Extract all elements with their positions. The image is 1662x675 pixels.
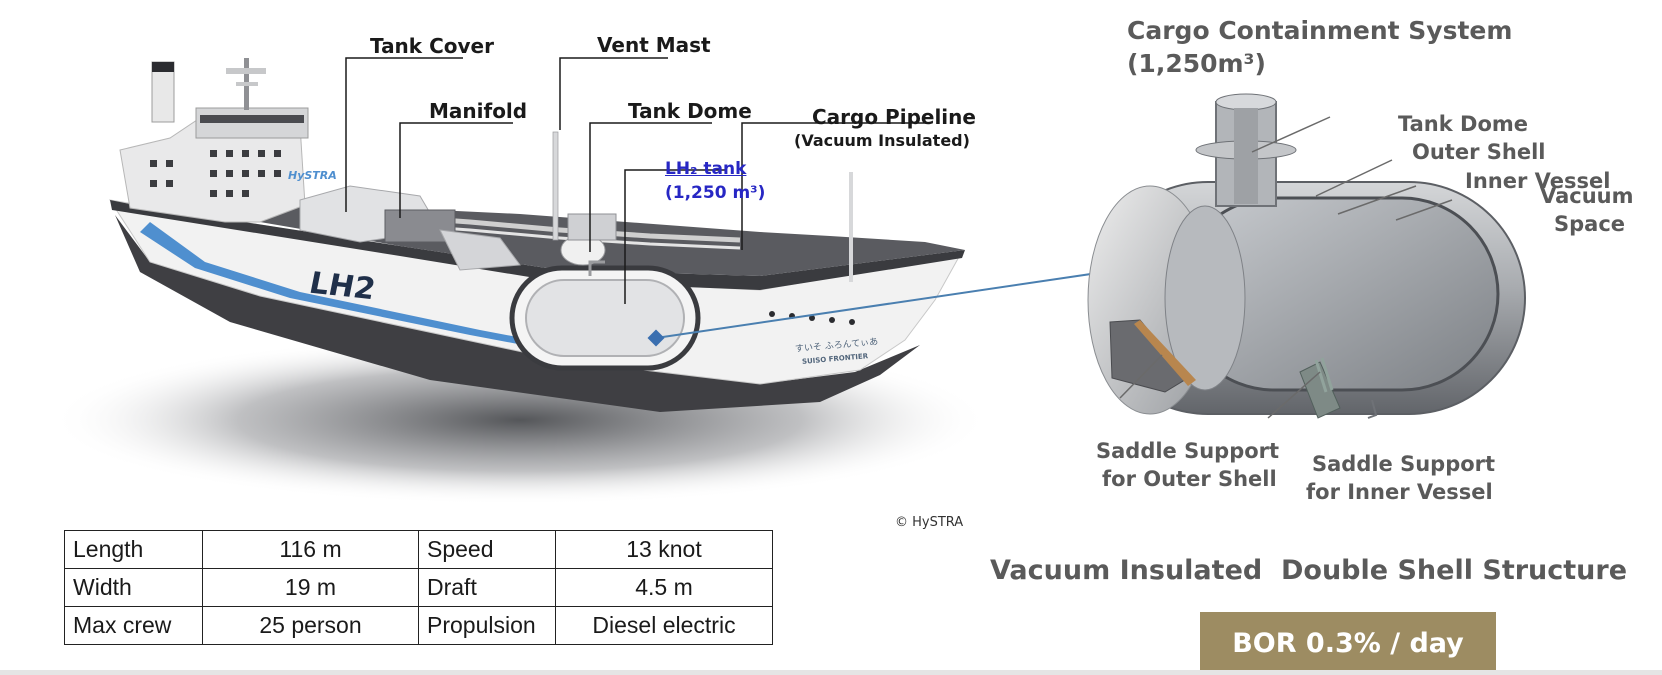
credit: © HySTRA xyxy=(895,515,964,530)
label-saddle-inner-1: Saddle Support xyxy=(1312,452,1496,476)
label-cargo-pipeline: Cargo Pipeline xyxy=(812,105,976,129)
spec-label: Width xyxy=(64,568,203,607)
spec-label: Length xyxy=(64,530,203,569)
forward-mast xyxy=(849,172,853,282)
table-row: Width 19 m Draft 4.5 m xyxy=(64,568,773,607)
spec-value: 4.5 m xyxy=(555,568,773,607)
superstructure xyxy=(119,111,306,223)
structure-caption: Vacuum Insulated Double Shell Structure xyxy=(990,555,1628,586)
label-cs-vacuum: Vacuum xyxy=(1540,184,1634,208)
label-tank-dome: Tank Dome xyxy=(628,99,752,123)
label-tank-cover: Tank Cover xyxy=(370,34,494,58)
spec-value: 25 person xyxy=(202,606,419,645)
spec-label: Draft xyxy=(418,568,556,607)
hull-hystra-marking: HySTRA xyxy=(288,169,337,182)
spec-value: 19 m xyxy=(202,568,419,607)
spec-value: 13 knot xyxy=(555,530,773,569)
spec-table: Length 116 m Speed 13 knot Width 19 m Dr… xyxy=(64,530,773,645)
spec-value: 116 m xyxy=(202,530,419,569)
label-manifold: Manifold xyxy=(429,99,528,123)
spec-label: Max crew xyxy=(64,606,203,645)
spec-value: Diesel electric xyxy=(555,606,773,645)
table-row: Max crew 25 person Propulsion Diesel ele… xyxy=(64,606,773,645)
label-saddle-outer-1: Saddle Support xyxy=(1096,439,1280,463)
spec-label: Speed xyxy=(418,530,556,569)
hull-lower xyxy=(115,215,920,412)
hull-lh2-marking: LH2 xyxy=(310,265,376,308)
label-cs-outer-shell: Outer Shell xyxy=(1412,140,1546,164)
vent-mast xyxy=(552,131,559,241)
label-cs-inner-vessel: Inner Vessel xyxy=(1465,169,1611,193)
cross-section-capacity: (1,250m³) xyxy=(1127,49,1266,78)
bor-badge: BOR 0.3% / day xyxy=(1200,612,1496,675)
cross-section-title: Cargo Containment System xyxy=(1127,16,1513,45)
label-cs-space: Space xyxy=(1554,212,1626,236)
label-lh2-tank: LH₂ tank xyxy=(665,159,747,179)
saddle-outer xyxy=(1109,319,1189,393)
label-cargo-pipeline-sub: (Vacuum Insulated) xyxy=(794,131,970,150)
saddle-inner xyxy=(1299,361,1341,419)
label-vent-mast: Vent Mast xyxy=(597,33,711,57)
tank-leader-line xyxy=(655,264,1153,339)
label-saddle-outer-2: for Outer Shell xyxy=(1102,467,1277,491)
label-lh2-tank-capacity: (1,250 m³) xyxy=(665,183,766,203)
footer-bar xyxy=(0,670,1662,675)
label-cs-tank-dome: Tank Dome xyxy=(1398,112,1528,136)
spec-label: Propulsion xyxy=(418,606,556,645)
label-saddle-inner-2: for Inner Vessel xyxy=(1306,480,1493,504)
table-row: Length 116 m Speed 13 knot xyxy=(64,530,773,569)
